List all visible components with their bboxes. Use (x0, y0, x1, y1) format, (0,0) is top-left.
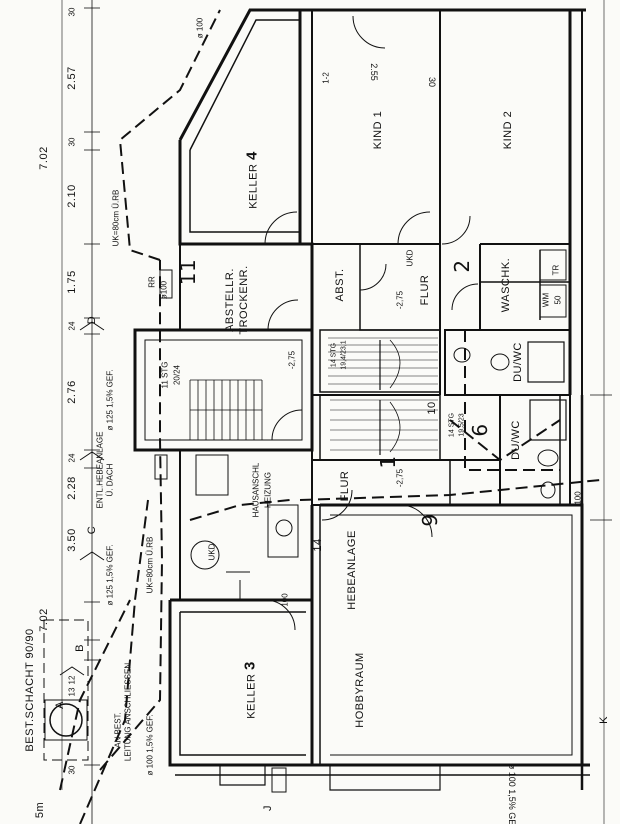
room-heizung: HEIZUNG (263, 472, 273, 508)
room-hausanschl: HAUSANSCHL (251, 462, 261, 518)
dim-15: 30 (427, 76, 437, 88)
stairs-right-label: 14 STG (448, 412, 456, 438)
level-flur-upper: -2,75 (395, 290, 405, 310)
room-waschk: WASCHK. (500, 257, 512, 313)
label-entl-hebeanlage: ENTL.HEBEANLAGE (95, 431, 105, 509)
dim-9: 3.50 (66, 528, 78, 552)
stairs-mark-14: 14 (312, 538, 324, 552)
axis-a: A (54, 701, 66, 709)
stairs-mark-1: 1 (376, 455, 400, 469)
axis-b: B (74, 644, 86, 652)
stairs-mark-6: 6 (468, 423, 492, 437)
dim-total-a: 7.02 (38, 146, 50, 170)
dim-16: 100 (573, 491, 583, 505)
stairs-left-dims: 20/24 (172, 364, 182, 386)
axis-d: D (86, 315, 98, 325)
room-keller-4: KELLER 4 (244, 151, 261, 209)
stairs-mid-dims: 19,4/23,1 (340, 340, 348, 370)
label-pipe-100-top: ø 100 (195, 17, 205, 39)
room-abstellr: ABSTELLR. (224, 268, 236, 332)
room-keller-3-name: KELLER (245, 673, 258, 719)
room-keller-4-number: 4 (243, 151, 261, 161)
dim-4: 1.75 (66, 270, 78, 294)
room-flur-upper: FLUR (419, 274, 431, 306)
label-bestschacht: BEST.SCHACHT 90/90 (24, 628, 36, 752)
stairs-mark-10: 10 (426, 401, 438, 415)
room-hobbyraum: HOBBYRAUM (354, 652, 366, 728)
label-rr: RR (147, 276, 157, 288)
label-uk-80-top: UK=80cm Ü.RB (111, 189, 121, 247)
label-ukd-lower: UKD (207, 543, 217, 561)
label-tr: TR (551, 264, 561, 276)
label-uk-80-bottom: UK=80cm Ü.RB (145, 536, 155, 594)
dim-11: 12 (67, 675, 77, 685)
label-ue-dach: Ü. DACH (105, 463, 115, 497)
label-ft-1-2: 1-2 (321, 72, 331, 84)
dim-8: 2.28 (66, 476, 78, 500)
stairs-mark-9: 9 (418, 513, 442, 527)
dim-5: 24 (67, 321, 77, 331)
edge-scale-label: 5m (34, 801, 46, 819)
room-trockenr: TROCKENR. (238, 265, 250, 335)
label-leitung-anschliessen: LEITUNG ANSCHLIESSEN (123, 662, 133, 762)
room-keller-3: KELLER 3 (242, 661, 259, 719)
dim-13: 30 (67, 7, 77, 17)
room-kind-2: KIND 2 (502, 110, 514, 150)
level-flur-lower: -2,75 (395, 468, 405, 488)
dim-3: 2.10 (66, 184, 78, 208)
room-keller-3-number: 3 (241, 661, 259, 671)
stairs-mid-label: 14 STG (330, 342, 338, 368)
label-ukd-upper: UKD (405, 249, 415, 267)
dim-6: 2.76 (66, 380, 78, 404)
room-duwc-lower: DU/WC (510, 420, 522, 460)
label-pipe-100-bottom: ø 100 1,5% GEF. (507, 763, 517, 824)
room-keller-4-name: KELLER (247, 163, 260, 209)
label-wm: WM (541, 292, 551, 308)
stairs-mark-11: 11 (176, 258, 200, 286)
dim-17: 100 (280, 593, 290, 607)
dim-2: 30 (67, 137, 77, 147)
axis-j: J (262, 805, 274, 811)
room-kind-1: KIND 1 (372, 110, 384, 150)
dim-1: 2.57 (66, 66, 78, 90)
stairs-right-dims: 19,5/23 (458, 413, 466, 437)
axis-k: K (598, 716, 610, 724)
level-stair-left: -2,75 (287, 350, 297, 370)
stairs-mark-2: 2 (450, 259, 474, 273)
dim-7: 24 (67, 453, 77, 463)
label-50: 50 (553, 295, 563, 305)
label-rr-pipe: ø100 (159, 280, 169, 300)
axis-c: C (86, 525, 98, 535)
room-abst: ABST. (334, 268, 346, 302)
label-pipe-125-lower: ø 125 1,5% GEF. (105, 544, 115, 606)
dim-total-b: 7.02 (38, 608, 50, 632)
dim-10: 13 (67, 687, 77, 697)
stairs-left-label: 11 STG (160, 361, 170, 389)
room-duwc-upper: DU/WC (512, 342, 524, 382)
label-an-best: AN BEST. (113, 712, 123, 748)
dim-12: 30 (67, 765, 77, 775)
label-pipe-100: ø 100 1,5% GEF. (145, 714, 155, 776)
label-pipe-125-upper: ø 125 1,5% GEF. (105, 369, 115, 431)
room-flur-lower: FLUR (339, 470, 351, 502)
dim-14: 2.55 (369, 63, 379, 81)
room-hebeanlage: HEBEANLAGE (346, 530, 358, 610)
